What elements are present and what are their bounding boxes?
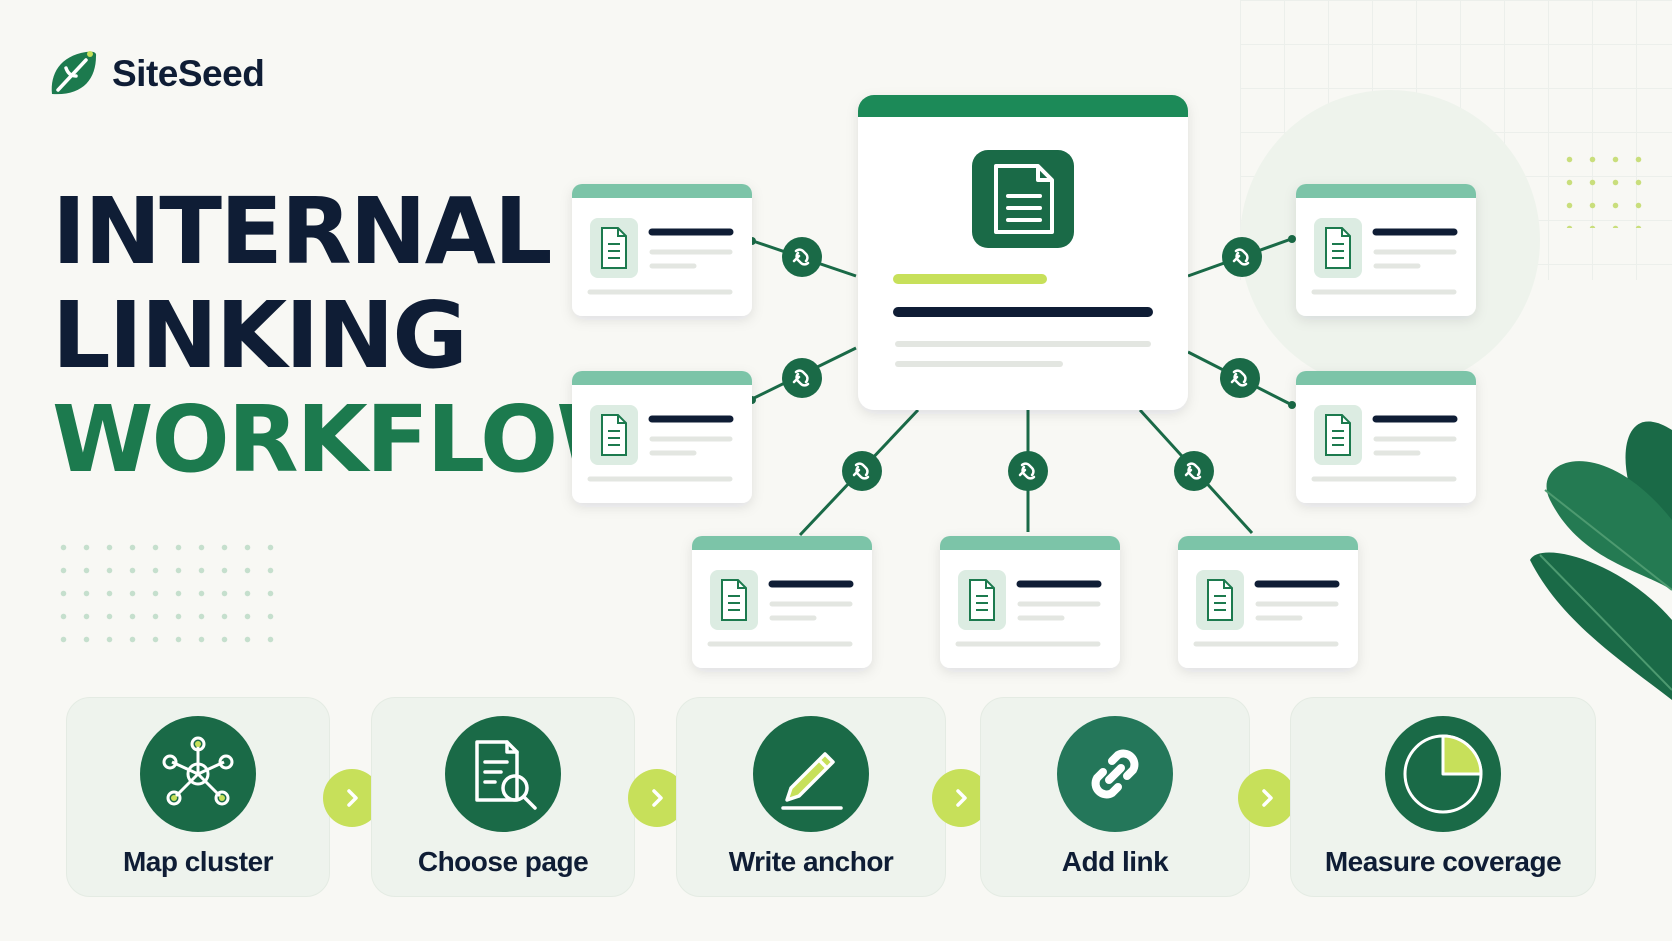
- step-label: Measure coverage: [1324, 846, 1562, 877]
- step-label: Write anchor: [728, 846, 894, 877]
- spoke-page-card: [940, 536, 1120, 668]
- brand-logo[interactable]: SiteSeed: [46, 46, 265, 102]
- step-add-link[interactable]: Add link: [980, 697, 1250, 897]
- link-icon: [780, 356, 824, 400]
- chevron-right-icon: [347, 789, 358, 807]
- step-measure-coverage[interactable]: Measure coverage: [1290, 697, 1596, 897]
- chevron-right-icon: [652, 789, 663, 807]
- title-line-1: INTERNAL: [52, 178, 552, 285]
- document-icon: [1313, 404, 1363, 466]
- link-icon: [840, 449, 884, 493]
- link-icon: [1006, 449, 1050, 493]
- spoke-page-card: [1296, 184, 1476, 316]
- step-choose-page[interactable]: Choose page: [371, 697, 635, 897]
- chevron-right-icon: [1262, 789, 1273, 807]
- title-line-2: LINKING: [52, 282, 468, 389]
- link-icon: [1172, 449, 1216, 493]
- step-label: Map cluster: [122, 846, 274, 877]
- network-icon: [140, 716, 256, 832]
- spoke-page-card: [692, 536, 872, 668]
- link-icon: [780, 235, 824, 279]
- title-line-3: WORKFLOW: [52, 386, 658, 493]
- leaf-decoration: [1530, 421, 1672, 700]
- step-arrow-4: [1238, 769, 1296, 827]
- step-label: Add link: [1061, 846, 1169, 877]
- link-icon: [1220, 235, 1264, 279]
- document-icon: [709, 569, 759, 631]
- leaf-icon: [51, 51, 97, 95]
- brand-name: SiteSeed: [112, 53, 265, 94]
- document-icon: [1313, 217, 1363, 279]
- document-icon: [1195, 569, 1245, 631]
- document-icon: [957, 569, 1007, 631]
- page-title: INTERNAL LINKING WORKFLOW: [52, 178, 658, 493]
- pie-chart-icon: [1385, 716, 1501, 832]
- spoke-page-card: [1296, 371, 1476, 503]
- spoke-cards: [572, 184, 1476, 668]
- step-write-anchor[interactable]: Write anchor: [676, 697, 946, 897]
- document-icon: [589, 404, 639, 466]
- link-icon: [1218, 356, 1262, 400]
- spoke-page-card: [572, 184, 752, 316]
- link-icon: [1057, 716, 1173, 832]
- hub-document-icon: [972, 150, 1074, 248]
- step-map-cluster[interactable]: Map cluster: [66, 697, 330, 897]
- spoke-page-card: [572, 371, 752, 503]
- hub-page-card: [858, 95, 1188, 410]
- spoke-page-card: [1178, 536, 1358, 668]
- hub-text-lines: [893, 274, 1153, 367]
- pencil-icon: [753, 716, 869, 832]
- decorative-dots-small: [1558, 148, 1650, 228]
- step-label: Choose page: [417, 846, 589, 877]
- document-search-icon: [445, 716, 561, 832]
- document-icon: [589, 217, 639, 279]
- decorative-dots-grid: [52, 536, 284, 646]
- chevron-right-icon: [956, 789, 967, 807]
